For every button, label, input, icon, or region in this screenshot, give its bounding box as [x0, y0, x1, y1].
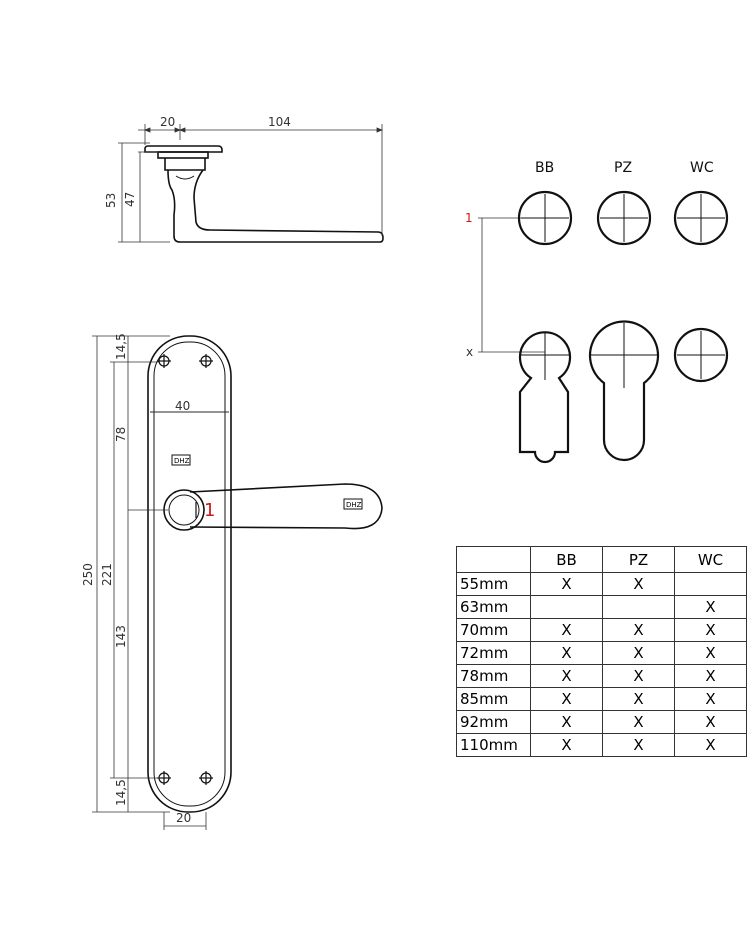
table-header-bb: BB [530, 546, 603, 573]
cell-pz: X [602, 664, 675, 688]
cell-pz: X [602, 641, 675, 665]
availability-table: BB PZ WC 55mm X X 63mm X 70mm X X X 72mm… [456, 546, 747, 757]
table-row: 92mm X X X [456, 710, 747, 734]
front-view-dimensions [92, 335, 229, 830]
rose-wc [673, 190, 729, 246]
table-row: 110mm X X X [456, 733, 747, 757]
table-row: 55mm X X [456, 572, 747, 596]
row-size: 55mm [456, 572, 531, 596]
keyhole-header-wc: WC [690, 160, 714, 176]
cell-bb: X [530, 710, 603, 734]
row-size: 63mm [456, 595, 531, 619]
keyhole-pz [588, 320, 660, 462]
cell-bb [530, 595, 603, 619]
side-view [144, 145, 384, 243]
cell-pz [602, 595, 675, 619]
cell-wc: X [674, 664, 747, 688]
cell-wc: X [674, 733, 747, 757]
cell-pz: X [602, 687, 675, 711]
dim-front-upper: 78 [114, 427, 128, 442]
dim-side-20: 20 [160, 115, 175, 129]
dim-side-104: 104 [268, 115, 291, 129]
cell-wc: X [674, 710, 747, 734]
dim-side-53: 53 [104, 193, 118, 208]
row-size: 110mm [456, 733, 531, 757]
table-header-row: BB PZ WC [456, 546, 747, 573]
dim-front-base: 20 [176, 811, 191, 825]
cell-wc [674, 572, 747, 596]
table-row: 85mm X X X [456, 687, 747, 711]
cell-pz: X [602, 710, 675, 734]
row-size: 85mm [456, 687, 531, 711]
rose-pz [596, 190, 652, 246]
table-row: 72mm X X X [456, 641, 747, 665]
keyhole-bb [518, 331, 572, 464]
logo-mark [171, 454, 363, 510]
cell-pz: X [602, 733, 675, 757]
cell-pz: X [602, 618, 675, 642]
keyhole-wc [673, 327, 729, 383]
marker-keyhole-1: 1 [465, 211, 473, 225]
dim-front-bottom: 14,5 [114, 779, 128, 806]
cell-bb: X [530, 572, 603, 596]
marker-front-1: 1 [204, 500, 215, 521]
dim-front-lower: 143 [114, 625, 128, 648]
cell-wc: X [674, 595, 747, 619]
table-row: 70mm X X X [456, 618, 747, 642]
table-row: 63mm X [456, 595, 747, 619]
row-size: 92mm [456, 710, 531, 734]
cell-bb: X [530, 641, 603, 665]
cell-bb: X [530, 664, 603, 688]
table-header-empty [456, 546, 531, 573]
keyhole-header-bb: BB [535, 160, 554, 176]
marker-keyhole-x: x [466, 345, 473, 359]
cell-wc: X [674, 687, 747, 711]
keyhole-header-pz: PZ [614, 160, 632, 176]
keyhole-reference-line [478, 217, 545, 353]
cell-bb: X [530, 687, 603, 711]
dim-side-47: 47 [123, 192, 137, 207]
table-header-wc: WC [674, 546, 747, 573]
cell-pz: X [602, 572, 675, 596]
cell-wc: X [674, 618, 747, 642]
logo-text-lever: DHZ [346, 501, 362, 509]
dim-front-width: 40 [175, 399, 190, 413]
table-header-pz: PZ [602, 546, 675, 573]
table-row: 78mm X X X [456, 664, 747, 688]
row-size: 70mm [456, 618, 531, 642]
cell-wc: X [674, 641, 747, 665]
side-view-dimensions [118, 124, 384, 243]
row-size: 72mm [456, 641, 531, 665]
row-size: 78mm [456, 664, 531, 688]
cell-bb: X [530, 618, 603, 642]
dim-front-total: 250 [81, 563, 95, 586]
rose-bb [517, 190, 573, 246]
logo-text-plate: DHZ [174, 457, 190, 465]
dim-front-top: 14,5 [114, 333, 128, 360]
cell-bb: X [530, 733, 603, 757]
dim-front-inner: 221 [100, 563, 114, 586]
